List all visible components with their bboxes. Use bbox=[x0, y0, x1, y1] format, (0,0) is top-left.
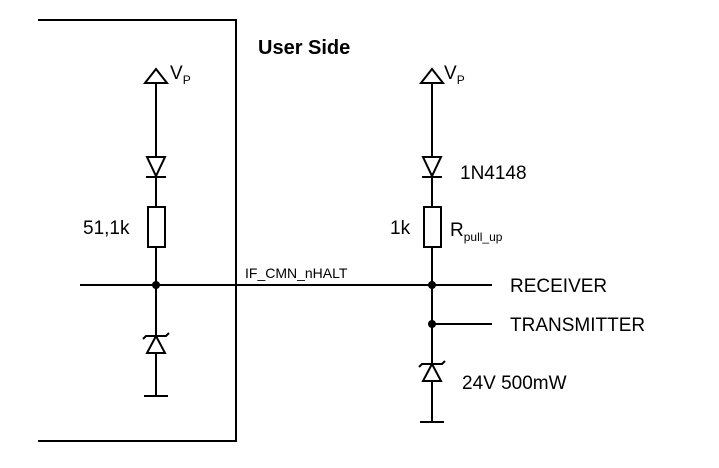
left-supply-arrow bbox=[142, 67, 170, 84]
left-resistor-value: 51,1k bbox=[83, 218, 130, 239]
left-zener-bar bbox=[142, 332, 170, 340]
left-resistor bbox=[147, 206, 166, 248]
transmitter-label: TRANSMITTER bbox=[510, 315, 645, 336]
right-zener-bar bbox=[418, 360, 446, 368]
user-side-boundary bbox=[38, 19, 237, 442]
left-diode bbox=[145, 156, 167, 179]
left-supply-label: VP bbox=[170, 63, 191, 87]
pullup-value: 1k bbox=[390, 218, 411, 239]
pullup-resistor bbox=[423, 206, 442, 248]
right-diode bbox=[421, 156, 443, 179]
zener-rating-label: 24V 500mW bbox=[462, 373, 567, 394]
pullup-name: Rpull_up bbox=[450, 220, 503, 244]
net-label: IF_CMN_nHALT bbox=[245, 265, 348, 281]
right-supply-arrow bbox=[418, 67, 446, 84]
right-supply-label: VP bbox=[444, 63, 465, 87]
right-zener-diode bbox=[421, 361, 443, 382]
receiver-label: RECEIVER bbox=[510, 276, 607, 297]
left-zener-diode bbox=[145, 333, 167, 354]
user-side-title: User Side bbox=[258, 37, 350, 59]
diode-part-label: 1N4148 bbox=[460, 163, 527, 184]
